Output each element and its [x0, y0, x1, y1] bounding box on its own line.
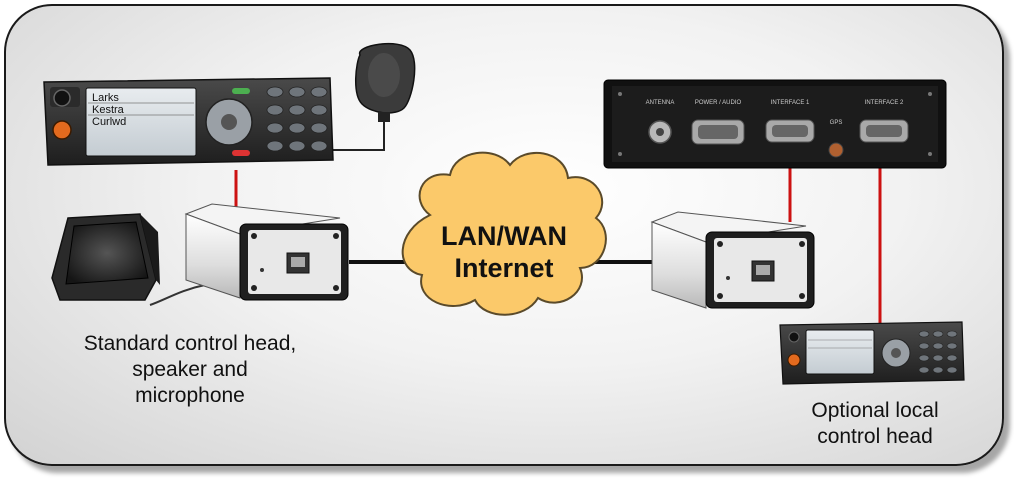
speaker-cable: [149, 284, 206, 306]
radio-rear-panel: ANTENNA POWER / AUDIO INTERFACE 1 GPS IN…: [603, 79, 947, 169]
port-label-interface1: INTERFACE 1: [771, 100, 810, 106]
port-label-gps: GPS: [830, 120, 843, 126]
interface-box-right: [650, 211, 815, 309]
microphone-icon: [355, 42, 416, 122]
speaker-icon: [51, 213, 160, 301]
display-line-2: Kestra: [92, 104, 125, 116]
port-label-power-audio: POWER / AUDIO: [695, 100, 742, 106]
lan-wan-cloud: [401, 151, 607, 316]
port-label-interface2: INTERFACE 2: [865, 100, 904, 106]
cloud-label-line2: Internet: [454, 253, 554, 283]
interface-box-left: [184, 203, 349, 301]
microphone-cable: [330, 120, 385, 151]
keypad-icon: [266, 86, 328, 152]
power-button-icon: [52, 120, 72, 140]
optional-local-control-head: [779, 321, 965, 385]
display-line-3: Curlwd: [92, 116, 126, 128]
standard-control-head: Larks Kestra Curlwd: [43, 77, 334, 166]
caption-optional-local-control-head: Optional local control head: [811, 399, 939, 448]
volume-knob-icon: [53, 89, 71, 107]
display-line-1: Larks: [92, 92, 119, 104]
cloud-label-line1: LAN/WAN: [441, 221, 567, 251]
caption-standard-control-head: Standard control head, speaker and micro…: [83, 332, 297, 407]
port-label-antenna: ANTENNA: [646, 100, 675, 106]
control-head-display: [85, 87, 197, 157]
cloud-label: LAN/WAN Internet: [404, 220, 604, 284]
